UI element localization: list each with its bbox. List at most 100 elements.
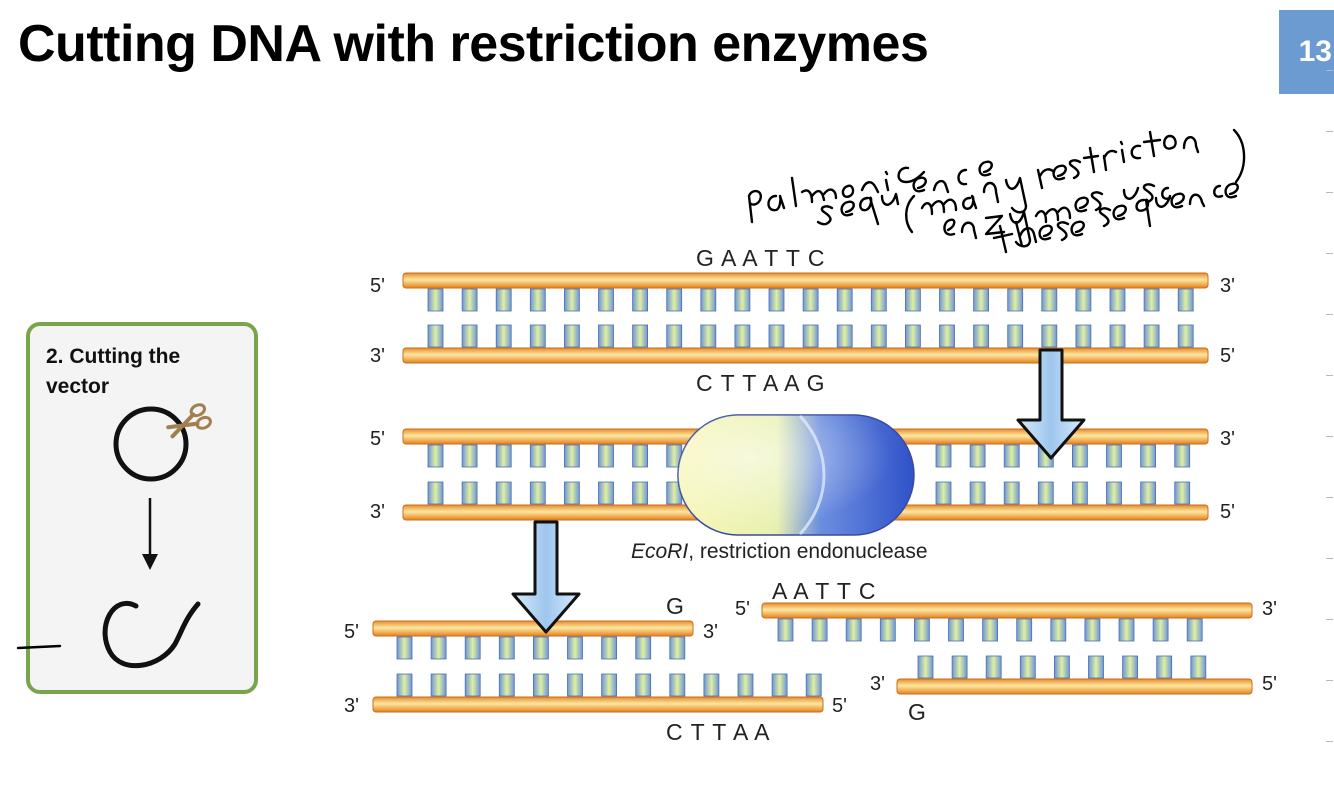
base-pair	[1041, 324, 1058, 348]
base-pair	[1007, 324, 1024, 348]
dna-strand-intact	[402, 272, 1209, 364]
base-pair	[498, 636, 515, 660]
base-pair	[1106, 481, 1122, 505]
strand1-top-left-label: 5'	[370, 275, 385, 297]
scroll-tick	[1326, 253, 1333, 254]
scroll-tick	[1326, 680, 1333, 681]
dna-backbone	[402, 347, 1209, 364]
base-pair	[1041, 288, 1058, 312]
base-pair	[598, 324, 614, 348]
base-pair	[905, 324, 921, 348]
base-pair	[939, 324, 955, 348]
base-pair	[905, 288, 921, 312]
base-pair	[666, 288, 683, 312]
scroll-tick	[1326, 70, 1333, 71]
base-pair	[870, 324, 887, 348]
base-pair	[464, 636, 481, 660]
strand2-bottom-right-label: 5'	[1220, 501, 1235, 523]
base-pair	[1140, 444, 1156, 468]
base-pair	[498, 673, 515, 697]
base-pair	[529, 444, 546, 468]
base-pair	[1140, 481, 1156, 505]
base-pair	[533, 673, 549, 697]
base-pair	[1007, 288, 1024, 312]
strand2-top-left-label: 5'	[370, 428, 385, 450]
scroll-tick	[1326, 436, 1333, 437]
dna-fragment-right	[761, 602, 1253, 695]
base-pair	[777, 618, 794, 642]
base-pair	[917, 655, 934, 679]
fragment-right-bottom-overhang: G	[908, 699, 927, 725]
base-pair	[567, 673, 583, 697]
base-pair	[430, 636, 447, 660]
base-pair	[1143, 288, 1160, 312]
base-pair	[461, 288, 478, 312]
base-pair	[1054, 655, 1070, 679]
base-pair	[1156, 655, 1173, 679]
base-pair	[601, 636, 617, 660]
base-pair	[427, 288, 444, 312]
fragment-right-top-overhang: A A T T C	[772, 578, 876, 604]
base-pair	[1050, 618, 1067, 642]
base-pair	[768, 324, 785, 348]
base-pair	[495, 444, 512, 468]
base-pair	[700, 288, 717, 312]
base-pair	[529, 481, 546, 505]
fragment-left-top-right-label: 3'	[703, 621, 718, 643]
slide-title: Cutting DNA with restriction enzymes	[18, 15, 929, 73]
dna-backbone	[402, 272, 1209, 289]
base-pair	[768, 288, 785, 312]
base-pair	[737, 673, 754, 697]
base-pair	[1143, 324, 1160, 348]
base-pair	[973, 324, 989, 348]
strand1-top-right-label: 3'	[1220, 275, 1235, 297]
base-pair	[805, 673, 822, 697]
base-pair	[1072, 481, 1088, 505]
base-pair	[461, 444, 478, 468]
arrow-down-icon	[1016, 348, 1086, 460]
base-pair	[635, 636, 652, 660]
base-pair	[461, 324, 478, 348]
strand2-top-right-label: 3'	[1220, 428, 1235, 450]
scroll-tick	[1326, 375, 1333, 376]
base-pair	[427, 481, 444, 505]
base-pair	[396, 673, 413, 697]
base-pair	[1118, 618, 1135, 642]
page-number-badge: 13	[1279, 10, 1334, 94]
base-pair	[427, 324, 444, 348]
dna-backbone	[896, 678, 1253, 695]
scissors-icon	[166, 403, 212, 439]
base-pair	[533, 636, 549, 660]
base-pair	[601, 673, 617, 697]
scroll-tick	[1326, 131, 1333, 132]
base-pair	[1152, 618, 1169, 642]
enzyme-description: , restriction endonuclease	[688, 540, 927, 563]
scroll-tick	[1326, 192, 1333, 193]
base-pair	[1075, 288, 1092, 312]
base-pair	[632, 288, 648, 312]
base-pair	[598, 481, 614, 505]
vector-cutting-panel: 2. Cutting the vector	[26, 322, 258, 694]
base-pair	[1186, 618, 1203, 642]
base-pair	[427, 444, 444, 468]
dna-fragment-left	[372, 620, 824, 713]
base-pair	[1084, 618, 1101, 642]
base-pair	[495, 324, 512, 348]
strand2-bottom-left-label: 3'	[370, 501, 385, 523]
base-pair	[879, 618, 896, 642]
handwriting-palindromic-sequence	[747, 160, 993, 226]
fragment-right-top-left-label: 5'	[735, 598, 750, 620]
base-pair	[564, 324, 580, 348]
base-pair	[734, 288, 751, 312]
base-pair	[495, 288, 512, 312]
fragment-left-bottom-overhang: C T T A A	[666, 719, 770, 745]
base-pair	[669, 673, 686, 697]
base-pair	[951, 655, 968, 679]
base-pair	[567, 636, 583, 660]
page-number: 13	[1298, 35, 1332, 68]
base-pair	[935, 481, 952, 505]
base-pair	[632, 324, 648, 348]
base-pair	[564, 481, 580, 505]
vector-panel-title: 2. Cutting the vector	[46, 345, 181, 399]
base-pair	[700, 324, 717, 348]
